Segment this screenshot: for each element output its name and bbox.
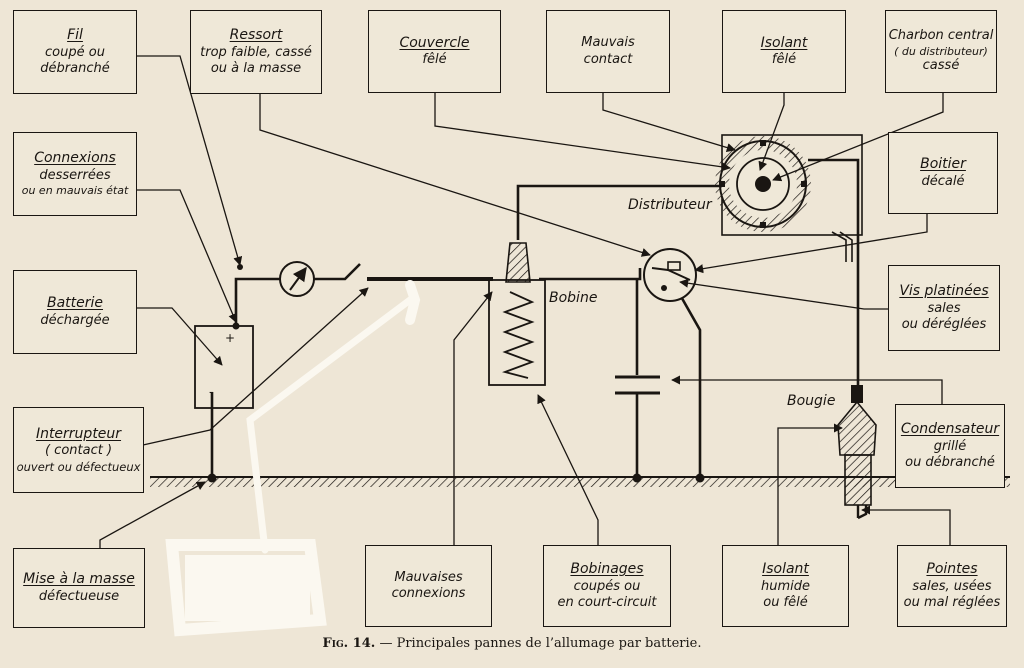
box-line: déchargée: [40, 312, 110, 328]
spark-plug: [837, 385, 877, 520]
box-title: Isolant: [762, 561, 809, 577]
box-batterie: Batterie déchargée: [13, 270, 137, 354]
box-line: fêlé: [422, 52, 447, 68]
box-pointes: Pointes sales, usées ou mal réglées: [897, 545, 1007, 627]
box-title: Batterie: [46, 295, 104, 312]
box-title: Condensateur: [900, 421, 1000, 437]
capacitor: [615, 375, 660, 395]
box-line: ( contact ): [44, 443, 113, 459]
box-line: ( du distributeur): [894, 44, 988, 58]
breaker-points: [643, 248, 697, 302]
box-title: Connexions: [34, 150, 116, 167]
box-line: ou mal réglées: [903, 594, 1001, 610]
box-line: débranché: [40, 60, 110, 76]
ammeter: [279, 261, 315, 297]
box-bobinages: Bobinages coupés ou en court-circuit: [543, 545, 671, 627]
box-line: cassé: [922, 58, 960, 74]
box-line: ou à la masse: [210, 60, 302, 76]
label-distributeur: Distributeur: [628, 197, 712, 213]
box-isolant-fele: Isolant fêlé: [722, 10, 846, 93]
label-bobine: Bobine: [549, 290, 598, 306]
box-couvercle: Couvercle fêlé: [368, 10, 501, 93]
box-line: défectueuse: [38, 588, 120, 604]
figure-caption: Fig. 14. — Principales pannes de l’allum…: [0, 636, 1024, 651]
box-line: Mauvaises: [394, 569, 463, 585]
box-line: ou fêlé: [763, 594, 808, 610]
box-fil: Fil coupé ou débranché: [13, 10, 137, 94]
ignition-coil: [488, 242, 546, 386]
junction-dots: [207, 264, 705, 483]
caption-text: — Principales pannes de l’allumage par b…: [379, 636, 702, 651]
box-line: coupés ou: [573, 578, 641, 594]
box-line: grillé: [933, 438, 967, 454]
box-title: Fil: [67, 27, 83, 43]
box-charbon: Charbon central ( du distributeur) cassé: [885, 10, 997, 93]
box-line: en court-circuit: [557, 594, 657, 610]
box-line: sales, usées: [912, 578, 992, 594]
box-title: Interrupteur: [35, 425, 122, 442]
box-title: Mise à la masse: [23, 571, 135, 588]
box-vis: Vis platinées sales ou déréglées: [888, 265, 1000, 351]
box-title: Couvercle: [399, 34, 470, 51]
box-line: ou en mauvais état: [21, 184, 129, 197]
pointer-lines: [99, 55, 951, 548]
box-line: sales: [927, 300, 961, 316]
paper-damage: [165, 280, 421, 637]
box-connexions: Connexions desserrées ou en mauvais état: [13, 132, 137, 216]
label-bougie: Bougie: [787, 393, 836, 409]
box-line: humide: [760, 578, 810, 594]
box-title: Pointes: [926, 561, 978, 577]
box-mauvaises: Mauvaises connexions: [365, 545, 492, 627]
box-line: ou déréglées: [901, 316, 987, 332]
box-line: contact: [583, 51, 633, 67]
box-line: Charbon central: [888, 28, 994, 44]
box-line: connexions: [391, 586, 466, 601]
box-title: Ressort: [229, 27, 283, 43]
label-plus: +: [225, 331, 236, 345]
box-line: Mauvais: [581, 35, 635, 51]
distributor: [715, 134, 863, 262]
box-interrupteur: Interrupteur ( contact ) ouvert ou défec…: [13, 407, 144, 493]
box-ressort: Ressort trop faible, cassé ou à la masse: [190, 10, 322, 94]
box-boitier: Boitier décalé: [888, 132, 998, 214]
box-line: trop faible, cassé: [200, 44, 312, 60]
battery: [194, 325, 254, 409]
box-line: décalé: [921, 173, 965, 189]
box-title: Bobinages: [570, 561, 644, 577]
box-line: ouvert ou défectueux: [16, 459, 141, 474]
caption-fig: Fig. 14.: [322, 636, 376, 651]
box-line: desserrées: [39, 167, 111, 183]
box-line: coupé ou: [45, 44, 105, 60]
box-isolant-humide: Isolant humide ou fêlé: [722, 545, 849, 627]
box-title: Boitier: [920, 156, 966, 173]
box-title: Vis platinées: [899, 283, 989, 299]
box-condensateur: Condensateur grillé ou débranché: [895, 404, 1005, 488]
box-mise-masse: Mise à la masse défectueuse: [13, 548, 145, 628]
box-mauvais-contact: Mauvais contact: [546, 10, 670, 93]
box-title: Isolant: [760, 34, 808, 51]
box-line: ou débranché: [905, 454, 995, 470]
label-minus: -: [209, 385, 214, 400]
box-line: fêlé: [771, 52, 797, 68]
